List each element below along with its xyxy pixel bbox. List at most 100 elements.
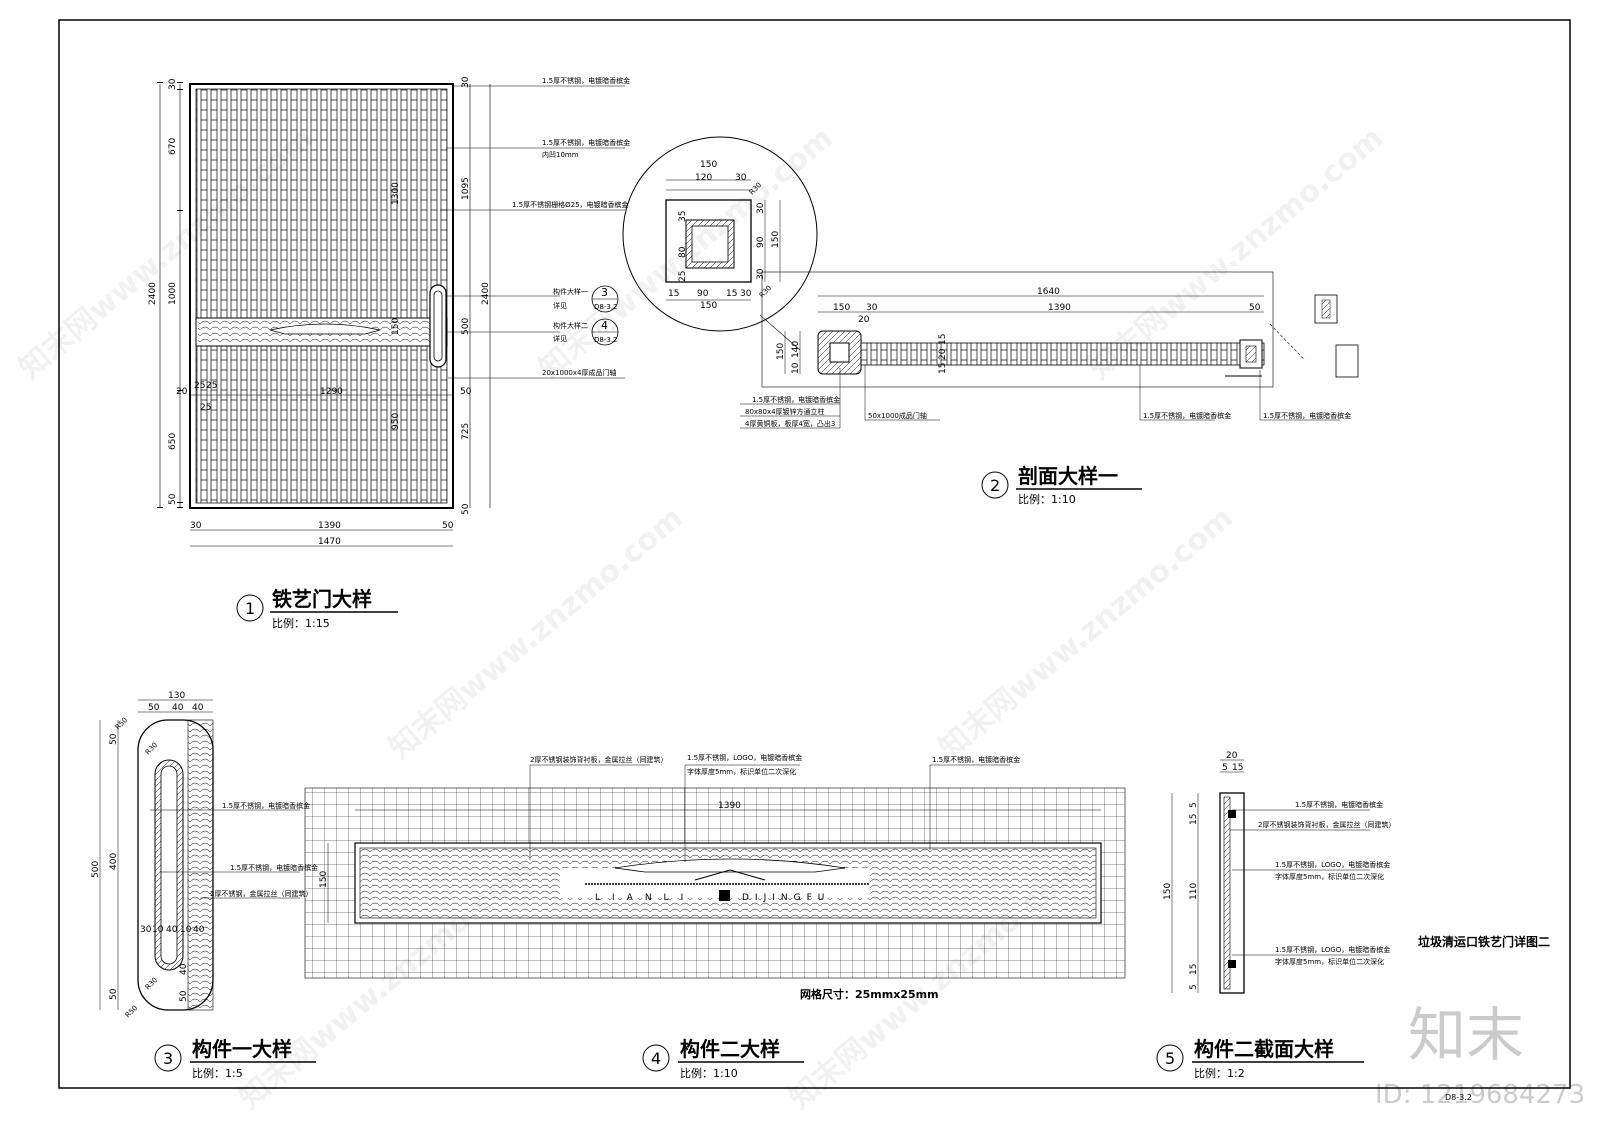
- section-dim-inner-3: 15: [938, 363, 948, 374]
- door-dim-right-5: 50: [461, 503, 471, 515]
- view4-num: 4: [651, 1049, 661, 1068]
- bubble-dim-13: 15: [726, 289, 737, 299]
- view1-name: 铁艺门大样: [272, 587, 372, 611]
- part2-note-1: 2厚不锈钢装饰背衬板，金属拉丝（同建筑）: [530, 755, 667, 764]
- part5-dim-left-4: 15: [1189, 964, 1199, 975]
- part5-note-6: 字体厚度5mm，标识单位二次深化: [1275, 957, 1384, 966]
- part1-dim-left-2: 400: [109, 853, 119, 870]
- door-dim-right-total: 2400: [481, 282, 491, 305]
- part5-dim-left-3: 110: [1189, 883, 1199, 900]
- part1-detail: 130 50 40 40 50 400 50 500 30 10 40 10 4…: [91, 691, 318, 1019]
- door-dim-inner-height: 1300: [391, 182, 401, 205]
- view3-num: 3: [163, 1049, 173, 1068]
- door-note-2: 1.5厚不锈钢，电镀暗香槟金: [542, 138, 630, 147]
- door-handle: [429, 284, 447, 368]
- view2-num: 2: [990, 476, 1000, 495]
- bubble-dim-11: 15: [668, 289, 679, 299]
- section-note-mid: 1.5厚不锈钢，电镀暗香槟金: [1143, 411, 1231, 420]
- part1-dim-top-2: 40: [172, 703, 184, 713]
- bubble-dim-6: 25: [678, 271, 688, 282]
- part1-radius-3: R30: [144, 976, 159, 991]
- bubble-dim-14: 30: [740, 289, 752, 299]
- section-note-left-3: 4厚黄铜板，板厚4宽，凸出3: [745, 419, 835, 428]
- section-note-axis: 50x1000成品门轴: [868, 411, 927, 420]
- part5-dim-left-1: 5: [1189, 802, 1199, 808]
- door-dim-mid-right: 50: [460, 387, 472, 397]
- view4-title: 4 构件二大样 比例：1:10: [642, 1037, 804, 1080]
- view3-title: 3 构件一大样 比例：1:5: [154, 1037, 316, 1080]
- section-detail: 150 120 30 35 80 25 30 90 150 30 15 90 1…: [622, 136, 1359, 429]
- part1-radius-4: R50: [124, 1004, 139, 1019]
- door-dim-mid-width: 1290: [320, 387, 343, 397]
- section-dim-small: 20: [858, 315, 870, 325]
- section-dim-2: 30: [866, 303, 878, 313]
- door-handle-inner: [433, 290, 443, 362]
- door-dim-bottom-total: 1470: [318, 537, 341, 547]
- door-elevation: 30 670 1000 650 50 2400 30 1095 500 725 …: [148, 76, 630, 547]
- part1-note-2: 1.5厚不锈钢，电镀暗香槟金: [230, 863, 318, 872]
- part2-detail: LIANLI DIJINGFU 1390 150 网格尺寸：25mmx25mm …: [304, 753, 1126, 1001]
- part2-dim-width: 1390: [718, 801, 741, 811]
- part1-dim-small-2: 50: [179, 990, 189, 1002]
- view5-name: 构件二截面大样: [1194, 1037, 1334, 1061]
- door-dim-band: 150: [391, 318, 401, 335]
- door-dim-small-3: 25: [206, 381, 217, 391]
- section-dim-3: 1390: [1048, 303, 1071, 313]
- door-dim-left-3: 1000: [168, 282, 178, 305]
- door-dim-right-4: 725: [461, 423, 471, 440]
- view2-name: 剖面大样一: [1018, 464, 1118, 488]
- view1-num: 1: [245, 599, 255, 618]
- part5-note-5: 1.5厚不锈钢，LOGO，电镀暗香槟金: [1275, 945, 1390, 954]
- part2-grid-note: 网格尺寸：25mmx25mm: [800, 987, 939, 1001]
- bubble-dim-8: 90: [756, 236, 766, 248]
- bubble-dim-5: 80: [678, 246, 688, 258]
- part5-note-4: 字体厚度5mm，标识单位二次深化: [1275, 872, 1384, 881]
- view2-title: 2 剖面大样一 比例：1:10: [981, 464, 1142, 506]
- bubble-dim-2: 120: [695, 173, 712, 183]
- ref1-num: 3: [601, 286, 608, 299]
- part1-dim-left-3: 50: [109, 988, 119, 1000]
- ref2-sheet: D8-3.2: [594, 336, 618, 344]
- part1-dim-bottom-5: 40: [193, 925, 205, 935]
- part2-note-4: 1.5厚不锈钢，电镀暗香槟金: [932, 755, 1020, 764]
- section-dim-left-2: 140: [791, 341, 801, 358]
- part1-dim-left-1: 50: [109, 733, 119, 745]
- part5-dim-top-3: 15: [1232, 763, 1243, 773]
- part1-dim-top-total: 130: [168, 691, 185, 701]
- section-note-left-1: 1.5厚不锈钢，电镀暗香槟金: [752, 395, 840, 404]
- door-note-5: 20x1000x4厚成品门轴: [542, 368, 616, 377]
- part1-dim-bottom-2: 10: [152, 925, 164, 935]
- part2-note-2: 1.5厚不锈钢，LOGO，电镀暗香槟金: [687, 753, 802, 762]
- section-note-left-2: 80x80x4厚镀锌方通立柱: [745, 407, 825, 416]
- bubble-radius-2: R30: [758, 284, 773, 299]
- part5-dim-total: 150: [1163, 883, 1173, 900]
- watermark-brand: 知末: [1408, 1001, 1524, 1069]
- watermark-site-4: 知末网www.znzmo.com: [383, 500, 690, 766]
- bubble-dim-1: 150: [700, 160, 717, 170]
- part5-note-3: 1.5厚不锈钢，LOGO，电镀暗香槟金: [1275, 860, 1390, 869]
- view4-scale: 比例：1:10: [680, 1066, 738, 1080]
- ref2-label: 构件大样二: [553, 321, 588, 330]
- door-dim-left-1: 30: [168, 78, 178, 90]
- door-logo: [269, 323, 381, 335]
- part1-dim-top-1: 50: [148, 703, 160, 713]
- part1-radius-2: R30: [144, 741, 159, 756]
- view4-name: 构件二大样: [680, 1037, 780, 1061]
- part1-dim-small-1: 40: [179, 963, 189, 975]
- door-dim-small-2: 25: [194, 381, 205, 391]
- view2-scale: 比例：1:10: [1018, 492, 1076, 506]
- door-dim-bottom-left: 30: [190, 521, 202, 531]
- section-dim-4: 50: [1249, 303, 1261, 313]
- part5-dim-top-2: 5: [1222, 763, 1228, 773]
- view1-title: 1 铁艺门大样 比例：1:15: [236, 587, 398, 630]
- view5-title: 5 构件二截面大样 比例：1:2: [1156, 1037, 1364, 1080]
- part2-note-3: 字体厚度5mm，标识单位二次深化: [687, 767, 796, 776]
- ref2-num: 4: [601, 319, 608, 332]
- door-note-3: 内凹10mm: [542, 150, 579, 159]
- part2-logo-mark: [719, 890, 730, 901]
- section-dim-inner-1: 15: [938, 334, 948, 345]
- door-dim-right-2: 1095: [461, 177, 471, 200]
- door-dim-right-1: 30: [461, 76, 471, 88]
- section-dim-left-1: 10: [791, 362, 801, 374]
- door-dim-small-1: 20: [176, 387, 188, 397]
